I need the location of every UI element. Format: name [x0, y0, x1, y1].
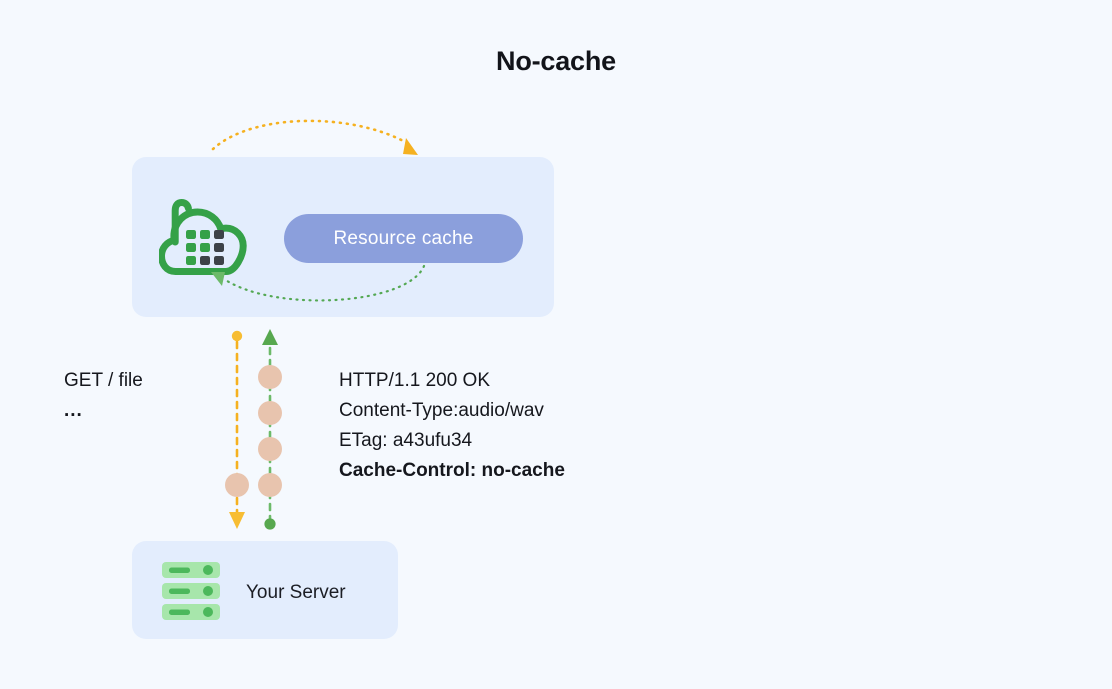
request-to-server-line: [225, 330, 249, 529]
request-label: GET / file: [64, 370, 143, 391]
response-line-status: HTTP/1.1 200 OK: [339, 370, 491, 391]
response-line-content-type: Content-Type:audio/wav: [339, 400, 544, 421]
response-from-server-line: [258, 329, 282, 530]
server-label: Your Server: [246, 582, 346, 603]
response-line-cache-control: Cache-Control: no-cache: [339, 460, 565, 481]
request-label-group: GET / file ...: [64, 366, 143, 426]
page-title: No-cache: [496, 46, 616, 76]
response-headers-block: HTTP/1.1 200 OK Content-Type:audio/wav E…: [339, 366, 565, 486]
resource-cache-label: Resource cache: [333, 227, 474, 249]
response-line-etag: ETag: a43ufu34: [339, 430, 473, 451]
packet-dot: [258, 365, 282, 389]
packet-dot: [258, 473, 282, 497]
client-request-arc: [211, 119, 418, 155]
cloud-grid-icon: [158, 198, 251, 280]
resource-cache-pill[interactable]: Resource cache: [284, 214, 523, 263]
packet-dot: [258, 437, 282, 461]
packet-dot: [225, 473, 249, 497]
request-ellipsis: ...: [64, 400, 83, 421]
packet-dot: [258, 401, 282, 425]
server-rack-icon: [162, 562, 222, 620]
